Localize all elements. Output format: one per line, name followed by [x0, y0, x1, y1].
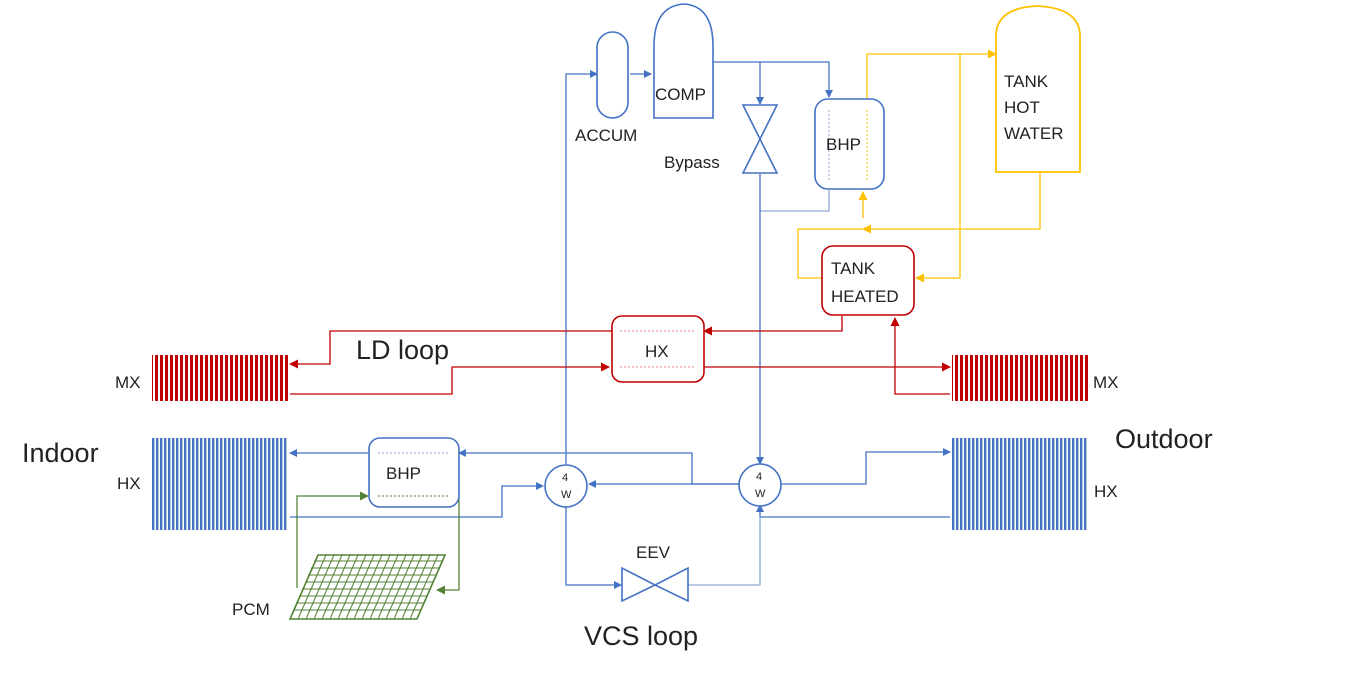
four-way-valve-right — [738, 463, 782, 507]
tank-heated-label-2: HEATED — [831, 287, 899, 306]
outdoor-hx — [952, 438, 1088, 530]
hx-right-label: HX — [1094, 482, 1118, 501]
mx-right-label: MX — [1093, 373, 1119, 392]
tank-heated — [821, 245, 915, 316]
bypass-label: Bypass — [664, 153, 720, 172]
pcm-piping — [296, 491, 460, 595]
vcs-piping — [289, 61, 951, 589]
ld-loop-label: LD loop — [356, 335, 449, 365]
four-way-valve-left — [544, 464, 588, 508]
indoor-hx — [152, 438, 288, 530]
accum-label: ACCUM — [575, 126, 637, 145]
four-way-left-label-2: W — [561, 489, 572, 501]
mx-left-label: MX — [115, 373, 141, 392]
tank-hot-water — [995, 5, 1081, 173]
compressor — [653, 3, 714, 119]
bypass-valve — [741, 104, 779, 174]
hx-left-label: HX — [117, 474, 141, 493]
ld-loop-piping — [289, 316, 951, 395]
ld-heat-exchanger — [611, 315, 705, 383]
hot-water-piping — [797, 49, 1041, 283]
bhp-bottom-label: BHP — [386, 464, 421, 483]
four-way-right-label-2: W — [755, 488, 766, 500]
tank-heated-label-1: TANK — [831, 259, 876, 278]
indoor-label: Indoor — [22, 438, 99, 468]
bhp-bottom — [368, 437, 460, 508]
vcs-loop-label: VCS loop — [584, 621, 698, 651]
accumulator — [596, 31, 629, 119]
comp-label: COMP — [655, 85, 706, 104]
four-way-left-label-1: 4 — [562, 472, 568, 484]
tank-hot-water-label-3: WATER — [1004, 124, 1064, 143]
eev-valve — [621, 566, 689, 603]
pcm-label: PCM — [232, 600, 270, 619]
mx-right — [952, 355, 1088, 401]
pcm-grid — [288, 554, 447, 620]
bhp-top-label: BHP — [826, 135, 861, 154]
bhp-top — [814, 98, 885, 190]
eev-label: EEV — [636, 543, 671, 562]
tank-hot-water-label-2: HOT — [1004, 98, 1040, 117]
mx-left — [152, 355, 288, 401]
hx-ld-label: HX — [645, 342, 669, 361]
tank-hot-water-label-1: TANK — [1004, 72, 1049, 91]
four-way-right-label-1: 4 — [756, 471, 762, 483]
outdoor-label: Outdoor — [1115, 424, 1213, 454]
